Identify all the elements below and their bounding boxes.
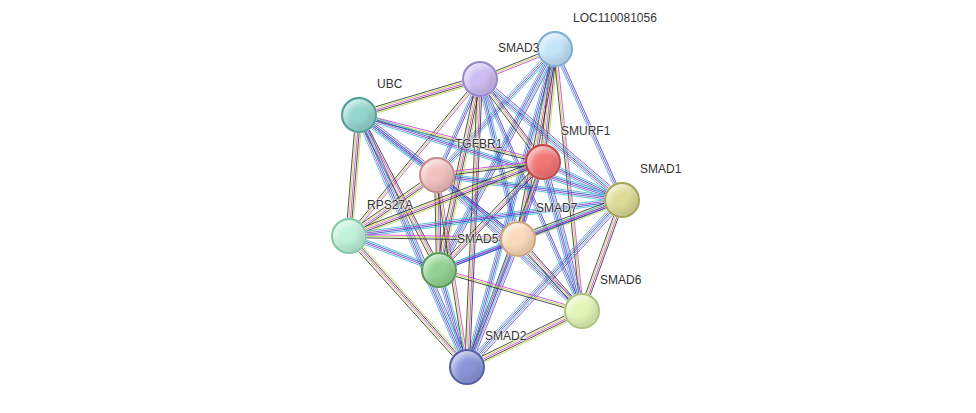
node-label: UBC bbox=[377, 77, 402, 91]
evidence-line bbox=[456, 206, 605, 263]
interaction-edge bbox=[363, 130, 463, 351]
node-circle bbox=[500, 221, 536, 257]
evidence-line bbox=[558, 172, 605, 194]
node-label: SMURF1 bbox=[561, 124, 610, 138]
evidence-line bbox=[362, 248, 456, 352]
node-label: RPS27A bbox=[367, 198, 413, 212]
evidence-line bbox=[442, 288, 460, 350]
evidence-line bbox=[496, 54, 538, 71]
node-label: SMAD2 bbox=[485, 329, 526, 343]
evidence-line bbox=[457, 273, 565, 304]
evidence-line bbox=[443, 288, 461, 350]
node-label: SMAD3 bbox=[498, 41, 539, 55]
evidence-line bbox=[551, 179, 581, 293]
node-circle bbox=[525, 144, 561, 180]
node-circle bbox=[331, 218, 367, 254]
evidence-line bbox=[560, 169, 607, 191]
protein-node: UBC bbox=[341, 97, 377, 133]
evidence-line bbox=[483, 317, 566, 357]
evidence-line bbox=[445, 287, 463, 349]
interaction-edge bbox=[482, 316, 567, 362]
evidence-line bbox=[470, 97, 481, 349]
node-circle bbox=[462, 61, 498, 97]
interaction-edge bbox=[492, 88, 611, 191]
interaction-edge bbox=[472, 178, 538, 350]
evidence-line bbox=[367, 240, 423, 261]
protein-node: SMAD5 bbox=[421, 252, 457, 288]
interaction-edge bbox=[376, 118, 526, 159]
evidence-line bbox=[492, 93, 607, 191]
evidence-line bbox=[456, 275, 564, 306]
node-circle bbox=[449, 349, 485, 385]
interaction-edge bbox=[456, 273, 565, 307]
evidence-line bbox=[351, 133, 358, 218]
node-circle bbox=[604, 182, 640, 218]
protein-node: SMURF1 bbox=[525, 144, 561, 180]
evidence-line bbox=[456, 277, 564, 308]
evidence-line bbox=[469, 97, 480, 349]
evidence-line bbox=[485, 322, 568, 362]
protein-node: SMAD3 bbox=[462, 61, 498, 97]
interaction-edge bbox=[528, 251, 572, 299]
evidence-line bbox=[485, 96, 515, 221]
evidence-line bbox=[363, 247, 457, 351]
node-circle bbox=[341, 97, 377, 133]
interaction-edge bbox=[362, 183, 424, 229]
protein-node: SMAD7 bbox=[500, 221, 536, 257]
evidence-line bbox=[559, 171, 606, 193]
interaction-edge bbox=[496, 54, 539, 74]
interaction-edge bbox=[442, 287, 465, 351]
protein-node: SMAD2 bbox=[449, 349, 485, 385]
evidence-line bbox=[486, 96, 574, 295]
evidence-line bbox=[528, 254, 568, 299]
evidence-line bbox=[455, 244, 501, 262]
node-circle bbox=[419, 157, 455, 193]
evidence-line bbox=[531, 252, 571, 297]
evidence-line bbox=[532, 251, 572, 296]
interaction-edge bbox=[359, 247, 458, 356]
evidence-line bbox=[484, 320, 567, 360]
evidence-line bbox=[363, 133, 457, 352]
evidence-line bbox=[365, 132, 459, 351]
interaction-edge bbox=[455, 244, 502, 265]
evidence-line bbox=[456, 246, 501, 264]
node-circle bbox=[421, 252, 457, 288]
node-label: SMAD5 bbox=[457, 232, 498, 246]
evidence-line bbox=[347, 133, 354, 218]
evidence-line bbox=[362, 183, 420, 224]
node-label: SMAD6 bbox=[600, 273, 641, 287]
protein-node: RPS27A bbox=[331, 218, 367, 254]
evidence-line bbox=[560, 168, 607, 190]
interaction-edge bbox=[347, 133, 360, 219]
node-label: SMAD1 bbox=[640, 162, 681, 176]
evidence-line bbox=[456, 247, 502, 265]
evidence-line bbox=[449, 62, 542, 162]
node-circle bbox=[537, 31, 573, 67]
protein-node: TGFBR1 bbox=[419, 157, 455, 193]
evidence-line bbox=[482, 316, 565, 356]
evidence-line bbox=[377, 87, 464, 113]
protein-node: SMAD1 bbox=[604, 182, 640, 218]
evidence-line bbox=[483, 319, 566, 359]
evidence-line bbox=[377, 118, 526, 156]
evidence-line bbox=[472, 178, 535, 349]
protein-node: SMAD6 bbox=[564, 293, 600, 329]
evidence-line bbox=[564, 65, 616, 183]
evidence-line bbox=[494, 91, 609, 189]
evidence-line bbox=[529, 253, 569, 298]
node-label: TGFBR1 bbox=[455, 137, 502, 151]
interaction-edge bbox=[365, 240, 423, 266]
node-label: LOC110081056 bbox=[573, 11, 657, 25]
node-label: SMAD7 bbox=[536, 201, 577, 215]
node-circle bbox=[564, 293, 600, 329]
interaction-edge bbox=[558, 168, 607, 195]
evidence-line bbox=[349, 133, 356, 218]
evidence-line bbox=[446, 287, 464, 349]
protein-node: LOC110081056 bbox=[537, 31, 573, 67]
